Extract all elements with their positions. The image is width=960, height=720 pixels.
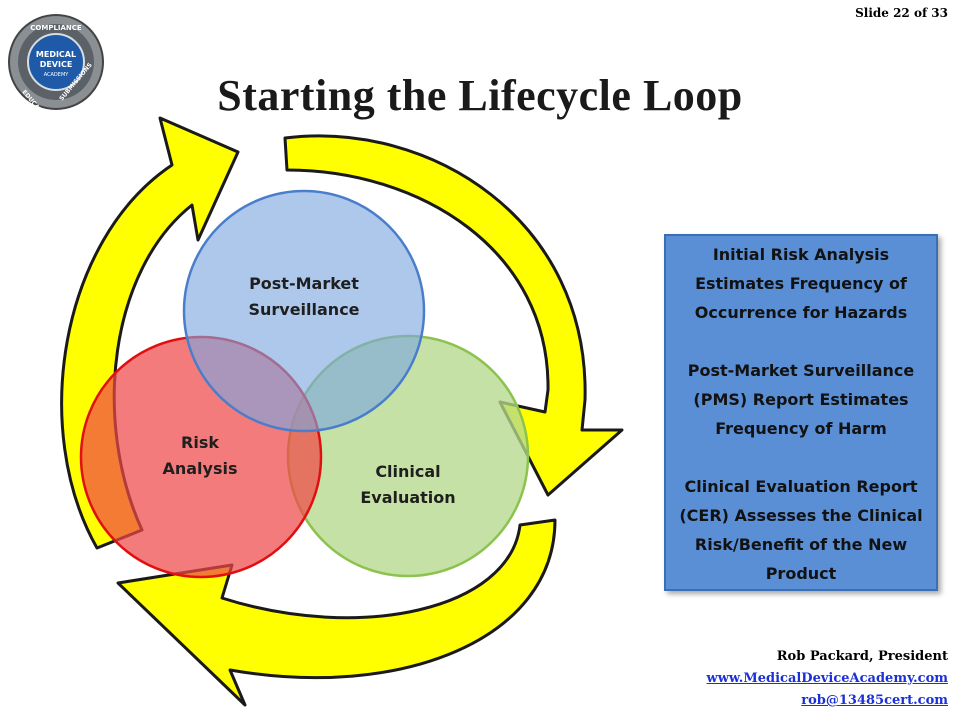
clinical-evaluation-label: Clinical Evaluation — [338, 459, 478, 511]
email-link[interactable]: rob@13485cert.com — [801, 693, 948, 708]
logo-center-line1: MEDICAL — [36, 50, 76, 59]
cycle-arrow-right — [283, 134, 624, 497]
academy-logo: COMPLIANCE EDUCATION SUBMISSIONS MEDICAL… — [8, 14, 104, 123]
slide-number: Slide 22 of 33 — [855, 6, 948, 20]
clinical-label-line2: Evaluation — [360, 488, 456, 507]
post-market-label-line1: Post-Market — [249, 274, 359, 293]
logo-center-line3: ACADEMY — [44, 72, 70, 78]
logo-ring-top: COMPLIANCE — [30, 24, 82, 32]
logo-center-line2: DEVICE — [40, 60, 73, 69]
info-box: Initial Risk Analysis Estimates Frequenc… — [664, 234, 938, 591]
info-paragraph-cer: Clinical Evaluation Report (CER) Assesse… — [679, 477, 923, 583]
info-paragraph-risk: Initial Risk Analysis Estimates Frequenc… — [694, 245, 908, 322]
post-market-label: Post-Market Surveillance — [224, 271, 384, 323]
page-title: Starting the Lifecycle Loop — [217, 71, 743, 120]
website-link[interactable]: www.MedicalDeviceAcademy.com — [706, 671, 948, 686]
info-paragraph-pms: Post-Market Surveillance (PMS) Report Es… — [687, 361, 915, 438]
presenter-name: Rob Packard, President — [776, 649, 948, 664]
footer: Rob Packard, President www.MedicalDevice… — [707, 646, 948, 712]
risk-label-line1: Risk — [181, 433, 219, 452]
risk-analysis-label: Risk Analysis — [140, 430, 260, 482]
post-market-surveillance-circle — [182, 189, 426, 433]
post-market-label-line2: Surveillance — [248, 300, 360, 319]
risk-label-line2: Analysis — [162, 459, 238, 478]
clinical-label-line1: Clinical — [375, 462, 441, 481]
